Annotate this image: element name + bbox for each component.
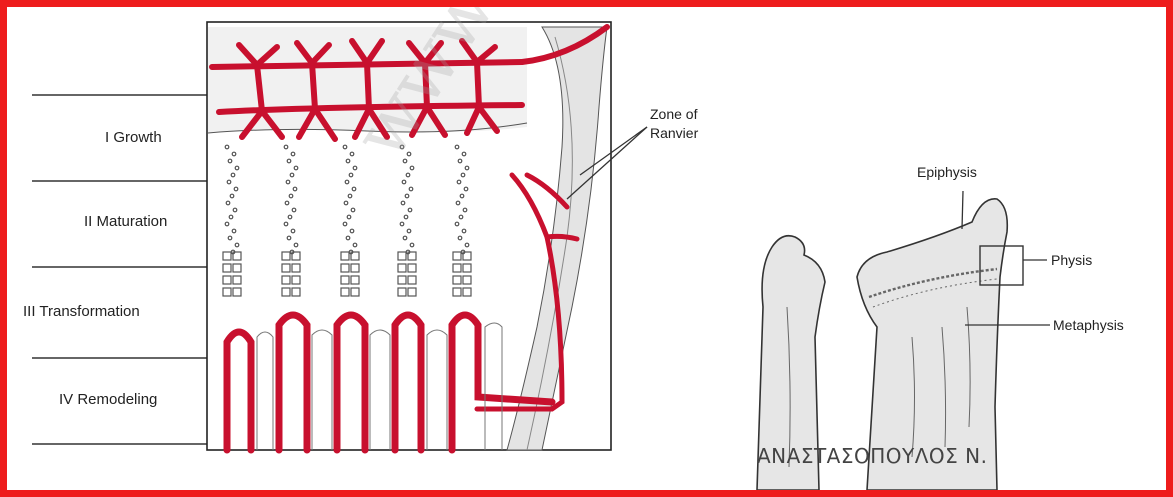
zone-label-transformation: III Transformation [23, 303, 140, 320]
zone-of-ranvier-label: Zone of Ranvier [650, 105, 698, 143]
zone-label-growth: I Growth [105, 129, 162, 146]
zone-label-remodeling: IV Remodeling [59, 391, 157, 408]
epiphysis-label: Epiphysis [917, 163, 977, 182]
metaphysis-label: Metaphysis [1053, 316, 1124, 335]
physis-illustration [7, 7, 1166, 490]
author-credit: ΑΝΑΣΤΑΣΟΠΟΥΛΟΣ Ν. [757, 444, 987, 468]
physis-cross-section [207, 22, 611, 450]
physis-label: Physis [1051, 251, 1092, 270]
zone-label-maturation: II Maturation [84, 213, 167, 230]
